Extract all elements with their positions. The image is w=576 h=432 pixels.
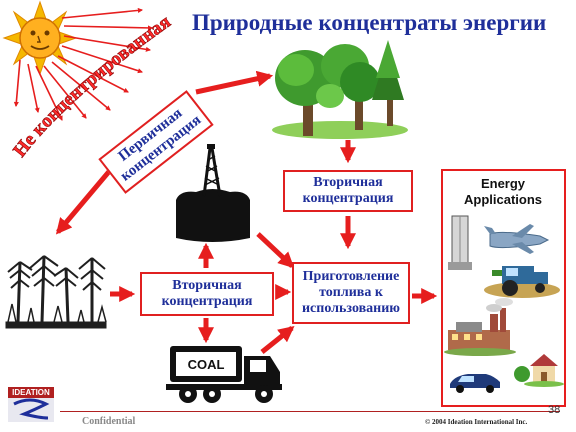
copyright-label: © 2004 Ideation International Inc. xyxy=(425,418,528,426)
factory-icon xyxy=(444,298,516,356)
coal-truck-icon: COAL xyxy=(166,346,282,403)
logo-text: IDEATION xyxy=(8,387,54,398)
fuel-box-line1: Приготовление xyxy=(302,268,400,284)
secondary-concentration-left-box: Вторичная концентрация xyxy=(140,272,274,316)
airplane-icon xyxy=(484,224,550,254)
fuel-preparation-box: Приготовление топлива к использованию xyxy=(292,262,410,324)
arrow-oil-to-fuel xyxy=(256,232,295,269)
secondary-left-line2: концентрация xyxy=(161,294,253,309)
arrow-primary-to-forest xyxy=(195,70,274,95)
tractor-icon xyxy=(484,266,560,298)
fuel-box-line2: топлива к xyxy=(319,284,383,300)
energy-title-line2: Applications xyxy=(463,192,542,208)
confidential-label: Confidential xyxy=(82,416,136,427)
prehistoric-forest-icon xyxy=(5,255,107,329)
house-icon xyxy=(514,354,564,387)
arrow-to-prehistoric-forest xyxy=(55,166,114,235)
fuel-box-line3: использованию xyxy=(301,301,400,317)
sun-ray-arrows xyxy=(13,7,154,121)
secondary-concentration-top-box: Вторичная концентрация xyxy=(283,170,413,212)
ideation-logo xyxy=(8,398,54,422)
secondary-top-line1: Вторичная xyxy=(313,174,383,190)
power-plant-icon xyxy=(448,215,472,270)
footer-divider xyxy=(60,411,560,412)
arrow-coal-to-fuel xyxy=(260,326,295,354)
forest-icon xyxy=(272,40,408,139)
car-icon xyxy=(450,374,500,393)
flow-arrows xyxy=(55,70,438,354)
energy-title-line1: Energy xyxy=(480,176,526,191)
page-title: Природные концентраты энергии xyxy=(192,10,547,35)
sun-icon xyxy=(2,0,78,76)
page-number: 38 xyxy=(548,404,561,416)
oil-derrick-icon xyxy=(176,144,250,242)
secondary-top-line2: концентрация xyxy=(302,191,394,206)
truck-label: COAL xyxy=(188,357,225,372)
energy-applications-title: Energy Applications xyxy=(444,176,562,209)
secondary-left-line1: Вторичная xyxy=(172,277,242,293)
